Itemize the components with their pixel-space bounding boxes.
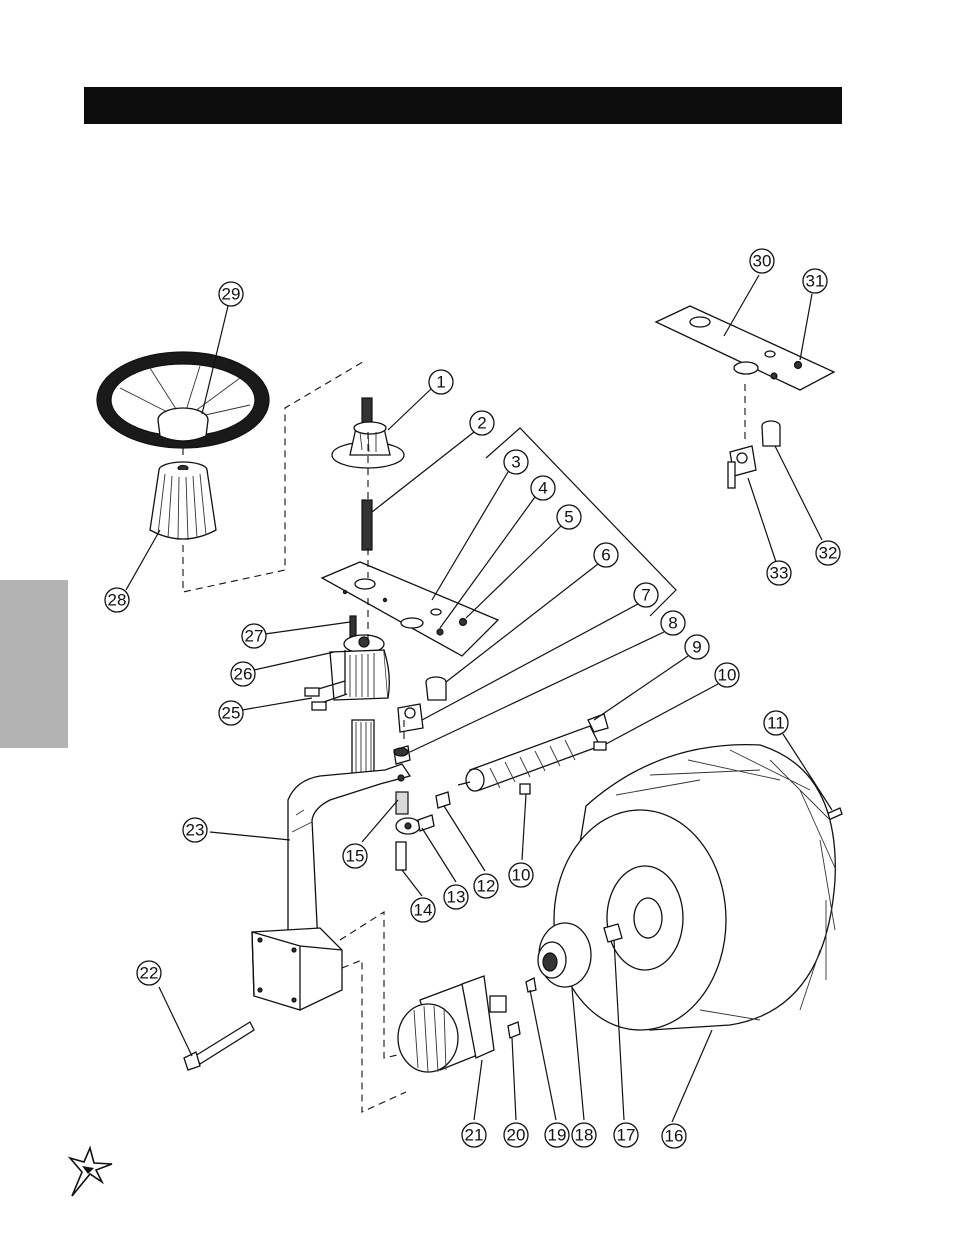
svg-text:12: 12	[477, 877, 496, 896]
callout-18: 18	[571, 1122, 597, 1148]
svg-text:1: 1	[436, 373, 445, 392]
right-knob-assembly	[727, 420, 781, 489]
callout-21: 21	[461, 1122, 487, 1148]
svg-text:15: 15	[346, 847, 365, 866]
svg-text:23: 23	[186, 821, 205, 840]
callout-7: 7	[633, 582, 659, 608]
callout-10b: 10	[508, 862, 534, 888]
svg-text:26: 26	[234, 665, 253, 684]
svg-text:13: 13	[447, 888, 466, 907]
callout-11: 11	[763, 710, 789, 736]
callout-23: 23	[182, 817, 208, 843]
callout-32: 32	[815, 540, 841, 566]
small-screw	[349, 615, 357, 639]
callout-28: 28	[104, 587, 130, 613]
column-shaft	[361, 499, 373, 551]
callout-31: 31	[802, 268, 828, 294]
key-19	[525, 977, 537, 993]
svg-text:16: 16	[665, 1127, 684, 1146]
svg-text:25: 25	[222, 704, 241, 723]
nut-17	[603, 923, 623, 943]
callout-8: 8	[660, 610, 686, 636]
svg-text:28: 28	[108, 591, 127, 610]
callout-17: 17	[613, 1122, 639, 1148]
svg-text:20: 20	[507, 1126, 526, 1145]
star-burst-logo-icon	[67, 1145, 113, 1197]
motor-block	[329, 634, 390, 701]
svg-text:10: 10	[718, 666, 737, 685]
nut-8	[393, 745, 411, 765]
callout-3: 3	[503, 449, 529, 475]
callout-5: 5	[556, 504, 582, 530]
linkage-hardware	[395, 791, 435, 871]
steering-wheel	[96, 351, 270, 449]
fitting-10b	[519, 783, 531, 795]
hydraulic-fittings	[304, 680, 348, 711]
steering-arm	[287, 763, 412, 946]
svg-text:30: 30	[753, 252, 772, 271]
column-top-bracket	[331, 397, 405, 469]
hydraulic-cylinder	[457, 713, 609, 792]
callout-2: 2	[469, 410, 495, 436]
svg-text:33: 33	[770, 564, 789, 583]
svg-text:21: 21	[465, 1126, 484, 1145]
svg-text:4: 4	[538, 479, 547, 498]
callout-15: 15	[342, 843, 368, 869]
callout-27: 27	[241, 623, 267, 649]
hub-cone	[149, 461, 217, 541]
svg-text:18: 18	[575, 1126, 594, 1145]
callout-22: 22	[136, 960, 162, 986]
svg-text:2: 2	[477, 414, 486, 433]
callout-13: 13	[443, 884, 469, 910]
callout-14: 14	[410, 897, 436, 923]
svg-text:27: 27	[245, 627, 264, 646]
roller-drum	[553, 743, 837, 1031]
gearbox	[251, 927, 343, 1011]
wheel-motor	[397, 975, 507, 1073]
callout-6: 6	[593, 542, 619, 568]
svg-text:8: 8	[668, 614, 677, 633]
callout-1: 1	[428, 369, 454, 395]
svg-text:5: 5	[564, 508, 573, 527]
fitting-10a	[593, 741, 607, 751]
svg-text:9: 9	[692, 638, 701, 657]
callout-29: 29	[218, 281, 244, 307]
callout-33: 33	[766, 560, 792, 586]
svg-text:31: 31	[806, 272, 825, 291]
right-mounting-plate	[654, 305, 836, 391]
leader-lines	[125, 274, 833, 1123]
svg-text:6: 6	[601, 546, 610, 565]
callout-10a: 10	[714, 662, 740, 688]
callout-9: 9	[684, 634, 710, 660]
nut-12	[435, 791, 451, 809]
svg-text:32: 32	[819, 544, 838, 563]
side-tab	[0, 580, 68, 748]
svg-text:10: 10	[512, 866, 531, 885]
header-bar	[84, 87, 842, 124]
svg-text:19: 19	[548, 1126, 567, 1145]
nut-20	[507, 1021, 521, 1039]
callout-4: 4	[530, 475, 556, 501]
svg-text:17: 17	[617, 1126, 636, 1145]
long-bolt	[183, 1021, 255, 1071]
svg-text:22: 22	[140, 964, 159, 983]
callout-16: 16	[661, 1123, 687, 1149]
svg-text:3: 3	[511, 453, 520, 472]
svg-text:14: 14	[414, 901, 433, 920]
callout-30: 30	[749, 248, 775, 274]
callout-25: 25	[218, 700, 244, 726]
svg-text:7: 7	[641, 586, 650, 605]
callout-12: 12	[473, 873, 499, 899]
knob-assembly	[397, 676, 447, 733]
svg-text:11: 11	[767, 714, 785, 733]
left-mounting-plate	[320, 561, 500, 657]
callout-19: 19	[544, 1122, 570, 1148]
wheel-hub	[537, 922, 592, 988]
svg-text:29: 29	[222, 285, 241, 304]
callout-20: 20	[503, 1122, 529, 1148]
callout-26: 26	[230, 661, 256, 687]
